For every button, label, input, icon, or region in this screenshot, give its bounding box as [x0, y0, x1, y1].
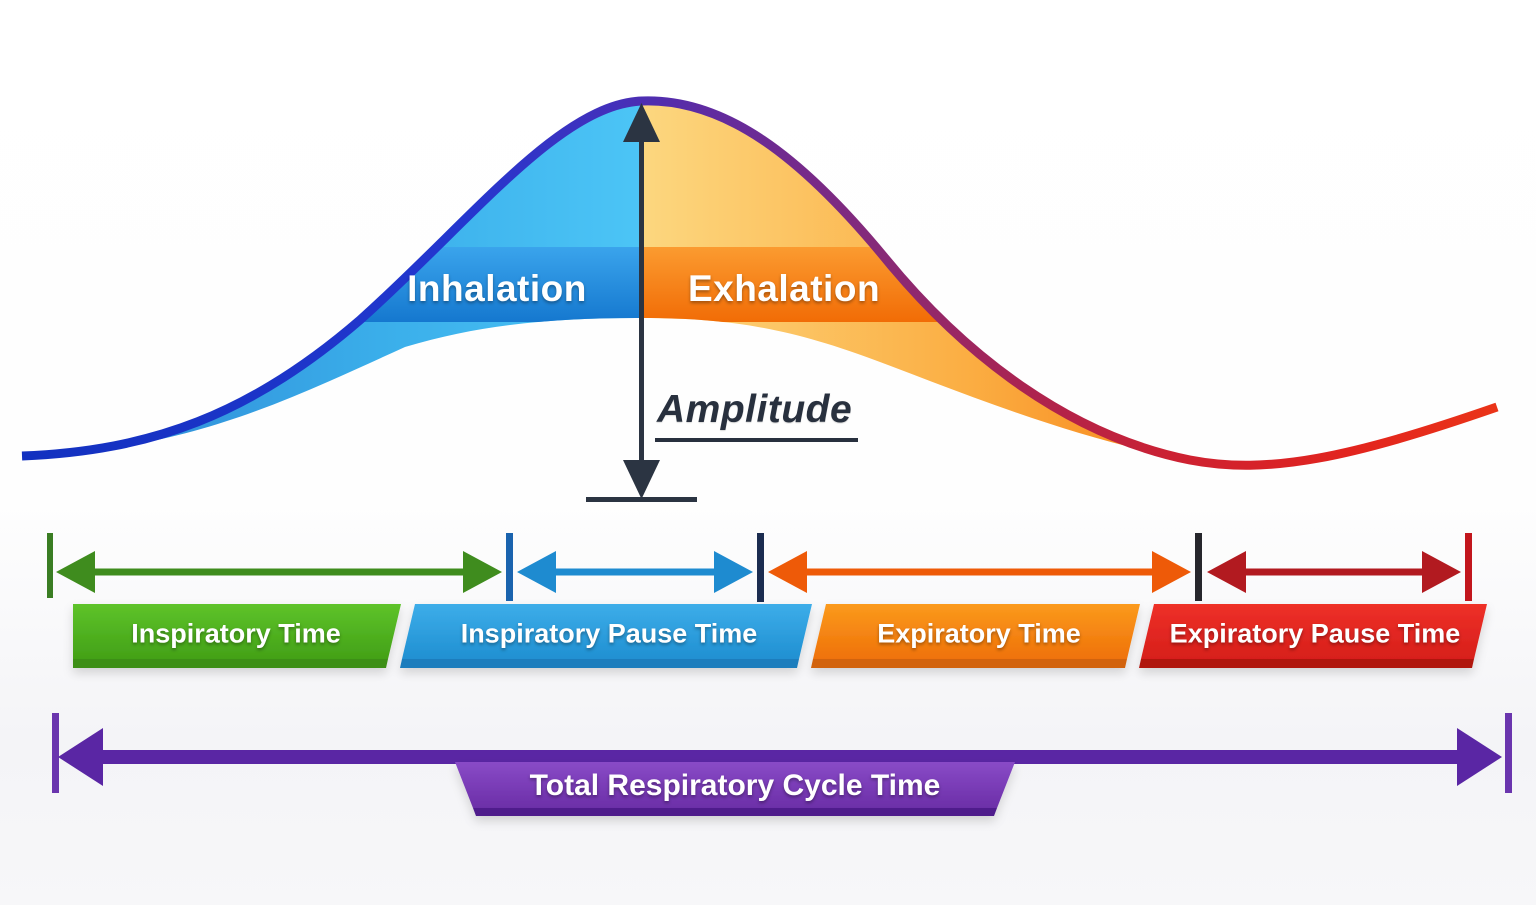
tick-inspiratory-end — [506, 533, 513, 601]
total-cycle-banner — [455, 762, 1015, 816]
tick-expiratory-end — [1195, 533, 1202, 601]
expiratory-pause-time-label: Expiratory Pause Time — [1169, 618, 1461, 649]
inspiratory-time-bar — [73, 604, 401, 668]
inhalation-label: Inhalation — [407, 268, 587, 309]
amplitude-label: Amplitude — [655, 388, 859, 442]
expiratory-time-bar — [811, 604, 1140, 668]
expiratory-pause-arrow — [1207, 551, 1461, 593]
expiratory-time-arrow — [768, 551, 1191, 593]
tick-cycle-end — [1465, 533, 1472, 601]
expiratory-pause-bar — [1139, 604, 1487, 668]
inspiratory-pause-arrow — [517, 551, 753, 593]
phase-bars — [73, 604, 1487, 668]
inspiratory-pause-time-label: Inspiratory Pause Time — [460, 618, 758, 649]
inspiratory-time-label: Inspiratory Time — [131, 618, 341, 649]
waveform-ribbon — [22, 100, 1190, 461]
tick-total-start — [52, 713, 59, 793]
total-respiratory-cycle-time-label: Total Respiratory Cycle Time — [529, 769, 941, 802]
tick-total-end — [1505, 713, 1512, 793]
tick-pause-end — [757, 533, 764, 602]
breath-curve — [21, 96, 1499, 470]
tick-inspiratory-start — [47, 533, 53, 598]
total-cycle-arrow — [58, 728, 1502, 786]
expiratory-time-label: Expiratory Time — [877, 618, 1081, 649]
inspiratory-pause-bar — [400, 604, 812, 668]
exhalation-label: Exhalation — [687, 268, 881, 309]
inspiratory-time-arrow — [56, 551, 502, 593]
amplitude-arrow — [586, 103, 697, 502]
amplitude-baseline — [586, 497, 697, 502]
